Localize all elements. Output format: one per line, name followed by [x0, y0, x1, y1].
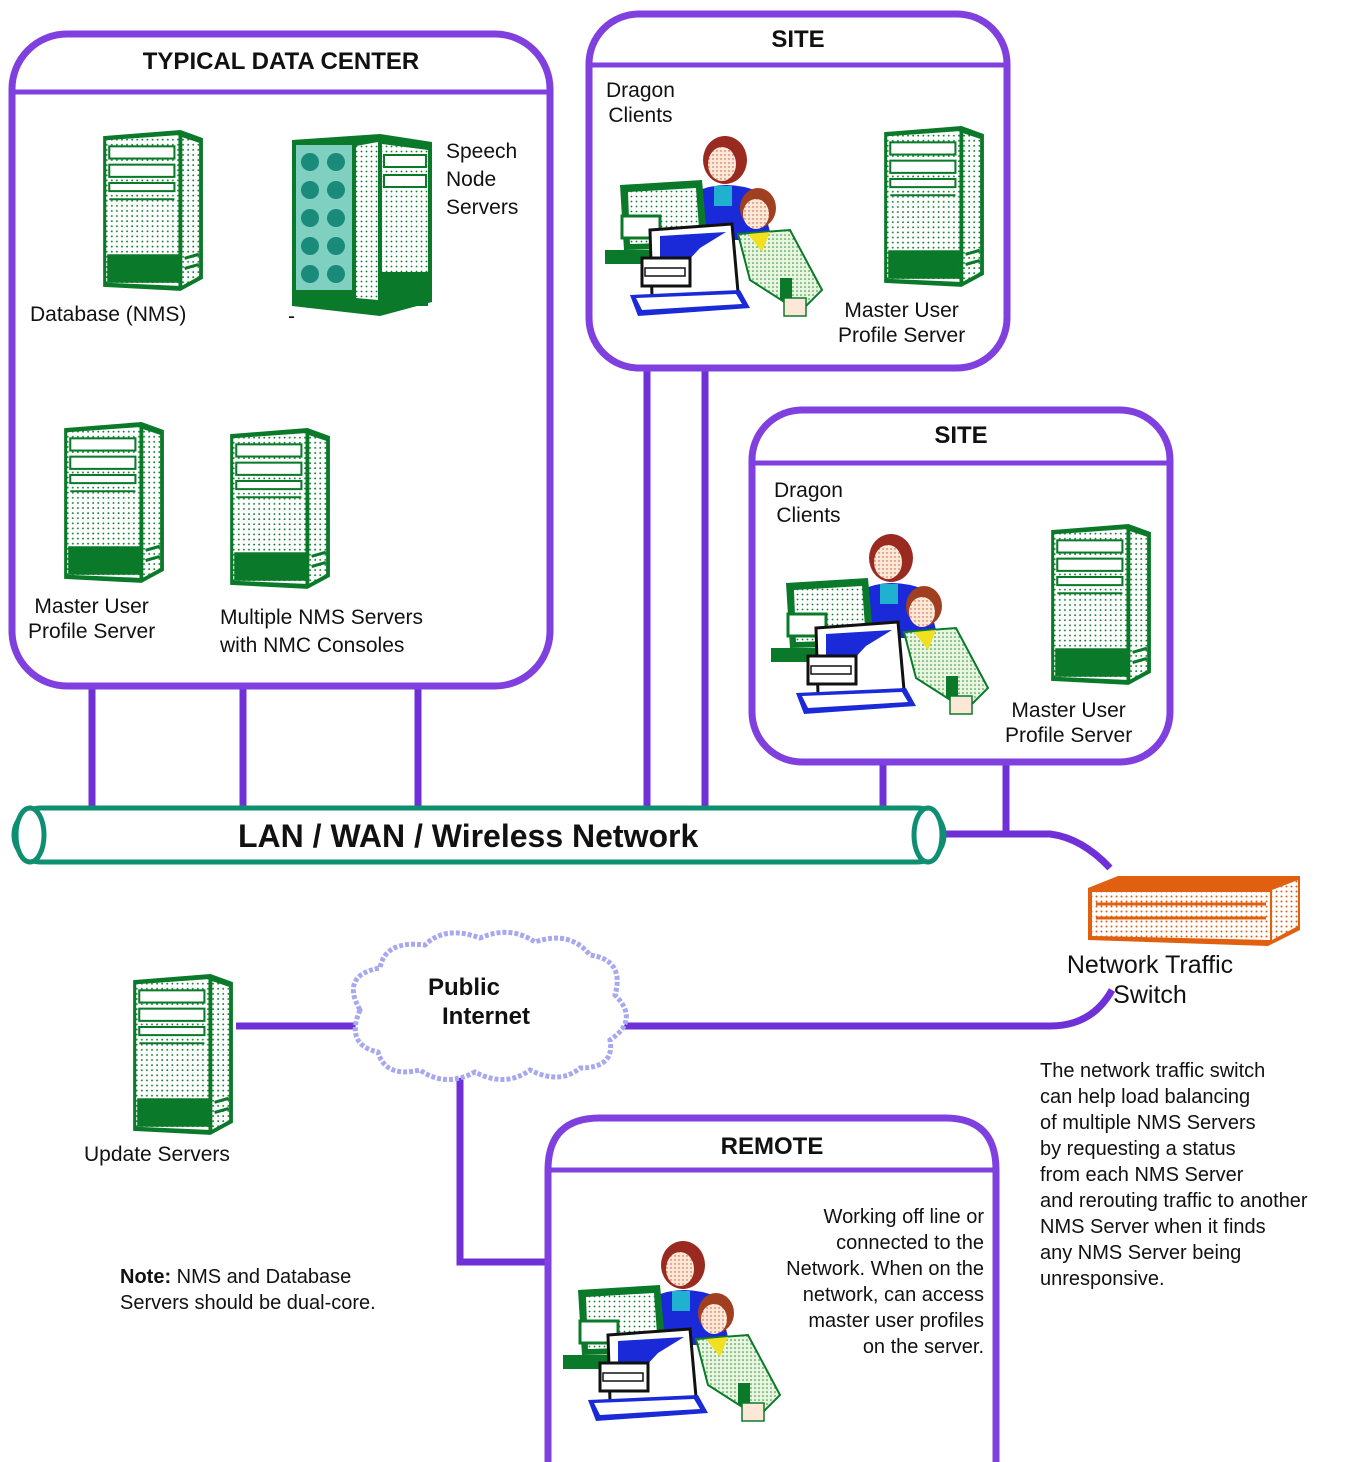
nms-server-icon [228, 426, 332, 591]
network-label: LAN / WAN / Wireless Network [238, 818, 699, 854]
frame-remote [544, 1114, 1000, 1462]
workstation-users-icon [769, 532, 990, 716]
speech-node-label: Speech Node Servers [446, 140, 519, 219]
database-label: Database (NMS) [30, 303, 187, 326]
note-text: NMS and Database Servers should be dual-… [120, 1266, 376, 1314]
update-server-icon [131, 972, 235, 1137]
site-top-server-icon [882, 124, 986, 289]
site-mid-server-label: Master User Profile Server [1005, 699, 1133, 748]
site-mid-clients-label: Dragon Clients [774, 479, 843, 528]
workstation-users-icon [603, 134, 824, 318]
speech-node-cabinet-icon [292, 134, 432, 316]
switch-label: Network Traffic Switch [1066, 951, 1234, 1009]
site-top-clients-label: Dragon Clients [606, 79, 675, 128]
frame-site-mid [748, 406, 1174, 766]
note-bold-label: Note: [120, 1266, 172, 1288]
network-switch-icon [1088, 876, 1300, 946]
nms-servers-label: Multiple NMS Servers with NMC Consoles [220, 606, 424, 657]
cloud-icon [350, 929, 629, 1082]
frame-data-center [8, 30, 554, 690]
frame-site-top [585, 10, 1011, 372]
internet-label-line2: Internet [442, 1003, 531, 1030]
remote-description: Working off line or connected to the Net… [786, 1206, 984, 1358]
database-server-icon [101, 128, 205, 293]
network-tube [11, 805, 947, 865]
dash-mark: - [288, 305, 295, 328]
site-top-title: SITE [771, 26, 825, 53]
dual-core-note: Note: NMS and Database Servers should be… [120, 1264, 376, 1316]
switch-note: The network traffic switch can help load… [1040, 1060, 1308, 1290]
update-servers-label: Update Servers [84, 1143, 230, 1166]
connection-lines [88, 368, 1116, 1266]
internet-label-line1: Public [428, 974, 501, 1001]
site-mid-server-icon [1049, 522, 1153, 687]
master-profile-label: Master User Profile Server [28, 595, 156, 644]
master-profile-server-icon [62, 420, 166, 585]
data-center-title: TYPICAL DATA CENTER [142, 48, 420, 75]
site-mid-title: SITE [934, 422, 988, 449]
site-top-server-label: Master User Profile Server [838, 299, 966, 348]
remote-title: REMOTE [720, 1133, 824, 1160]
